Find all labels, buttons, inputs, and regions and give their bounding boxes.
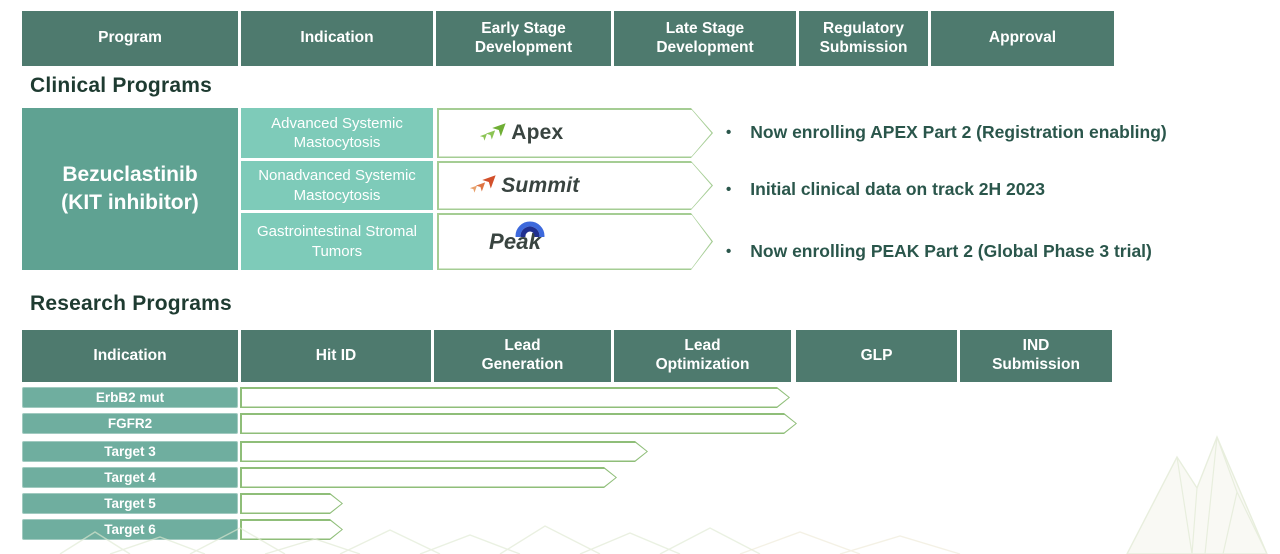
peak-logo: Peak: [489, 221, 545, 255]
research-stage-arrow-target-4: [240, 467, 617, 488]
arrow-fill: [242, 443, 647, 461]
bullet-text-apex: Now enrolling APEX Part 2 (Registration …: [750, 122, 1167, 142]
research-row-label-target-4: Target 4: [22, 467, 238, 488]
research-row-label-target-6: Target 6: [22, 519, 238, 540]
arrow-fill: [242, 469, 616, 487]
arrow-fill: [242, 495, 342, 513]
research-header-cell-hit-id: Hit ID: [241, 330, 431, 382]
bullet-dot: •: [726, 181, 732, 198]
research-stage-arrow-fgfr2: [240, 413, 797, 434]
indication-cell-gist: Gastrointestinal Stromal Tumors: [241, 213, 433, 270]
header-cell-program: Program: [22, 11, 238, 66]
research-stage-arrow-target-5: [240, 493, 343, 514]
program-target: (KIT inhibitor): [61, 191, 199, 214]
header-cell-early-stage: Early Stage Development: [436, 11, 611, 66]
arrow-fill: [439, 215, 712, 269]
trial-stage-arrow-peak: Peak: [437, 213, 713, 270]
arrow-fill: [242, 415, 796, 433]
research-stage-arrow-target-3: [240, 441, 648, 462]
header-cell-regulatory-submission: Regulatory Submission: [799, 11, 928, 66]
trial-stage-arrow-summit: ➤➤➤ Summit: [437, 161, 713, 210]
apex-logo: ➤➤➤ Apex: [477, 114, 564, 145]
header-cell-approval: Approval: [931, 11, 1114, 66]
bullet-item-apex: • Now enrolling APEX Part 2 (Registratio…: [726, 122, 1271, 145]
research-row-label-target-5: Target 5: [22, 493, 238, 514]
watermark-mountain-icon: [1126, 435, 1268, 554]
bullet-dot: •: [726, 124, 732, 141]
indication-cell-advanced-sm: Advanced Systemic Mastocytosis: [241, 108, 433, 158]
bullet-item-peak: • Now enrolling PEAK Part 2 (Global Phas…: [726, 241, 1271, 264]
summit-trial-name: Summit: [501, 173, 580, 197]
indication-cell-nonadvanced-sm: Nonadvanced Systemic Mastocytosis: [241, 161, 433, 210]
research-header-cell-lead-optimization: Lead Optimization: [614, 330, 791, 382]
summit-logo: ➤➤➤ Summit: [467, 167, 580, 198]
bullet-text-peak: Now enrolling PEAK Part 2 (Global Phase …: [750, 241, 1152, 261]
trial-stage-arrow-apex: ➤➤➤ Apex: [437, 108, 713, 158]
summit-arrows-icon: ➤➤➤: [467, 167, 505, 196]
clinical-section-title: Clinical Programs: [30, 74, 212, 97]
research-header-cell-glp: GLP: [796, 330, 957, 382]
arrow-fill: [439, 110, 712, 157]
research-row-label-erbb2-mut: ErbB2 mut: [22, 387, 238, 408]
research-row-label-target-3: Target 3: [22, 441, 238, 462]
peak-trial-name: Peak: [489, 228, 542, 254]
research-stage-arrow-target-6: [240, 519, 343, 540]
research-row-label-fgfr2: FGFR2: [22, 413, 238, 434]
bullet-text-summit: Initial clinical data on track 2H 2023: [750, 179, 1045, 199]
apex-trial-name: Apex: [511, 121, 564, 144]
research-header-cell-lead-generation: Lead Generation: [434, 330, 611, 382]
header-cell-indication: Indication: [241, 11, 433, 66]
peak-arc-icon: [515, 221, 545, 237]
arrow-fill: [242, 389, 789, 407]
bullet-item-summit: • Initial clinical data on track 2H 2023: [726, 179, 1271, 202]
program-cell-bezuclastinib: Bezuclastinib (KIT inhibitor): [22, 108, 238, 270]
research-section-title: Research Programs: [30, 292, 232, 315]
program-name: Bezuclastinib: [62, 162, 198, 186]
research-stage-arrow-erbb2-mut: [240, 387, 790, 408]
bullet-dot: •: [726, 243, 732, 260]
apex-arrows-icon: ➤➤➤: [477, 114, 515, 144]
arrow-fill: [439, 163, 712, 209]
arrow-fill: [242, 521, 342, 539]
research-header-cell-indication: Indication: [22, 330, 238, 382]
research-header-cell-ind-submission: IND Submission: [960, 330, 1112, 382]
header-cell-late-stage: Late Stage Development: [614, 11, 796, 66]
